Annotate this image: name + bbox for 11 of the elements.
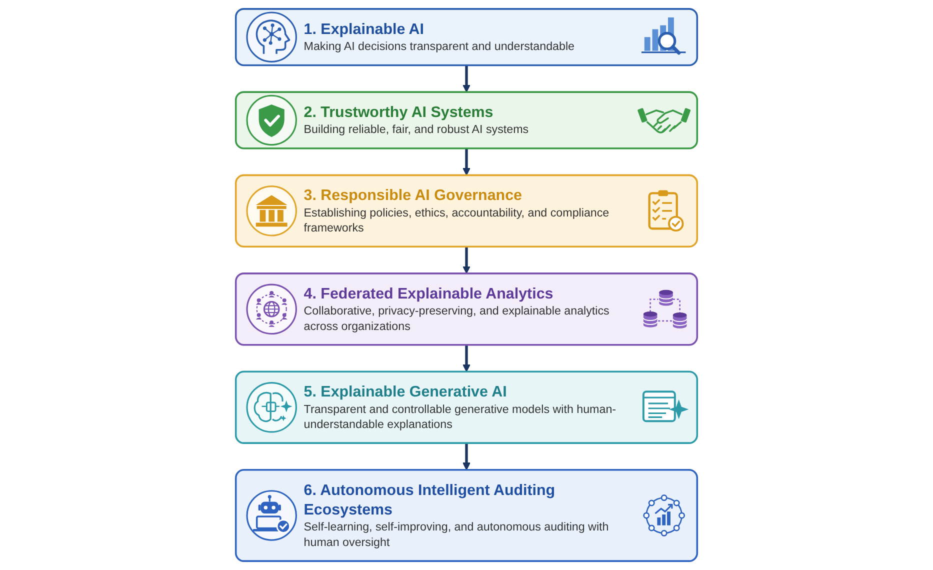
node-box: 4. Federated Explainable Analytics Collaborative, privacy-preserving, and explainable analytics across organizations (234, 272, 698, 346)
node-box: 6. Autonomous Intelligent Auditing Ecosystems Self-learning, self-improving, and autonomous auditing with human oversight (234, 469, 698, 562)
arrow (462, 246, 470, 274)
node-box: 5. Explainable Generative AI Transparent and controllable generative models with human-understandable explanations (234, 370, 698, 444)
arrow (462, 344, 470, 372)
node-box: 3. Responsible AI Governance Establishing policies, ethics, accountability, and compliance frameworks (234, 174, 698, 248)
arrow (462, 443, 470, 470)
node-box: 2. Trustworthy AI Systems Building reliable, fair, and robust AI systems (234, 91, 698, 150)
arrow (462, 148, 470, 176)
arrow (462, 65, 470, 92)
node-box: 1. Explainable AI Making AI decisions transparent and understandable (234, 8, 698, 66)
